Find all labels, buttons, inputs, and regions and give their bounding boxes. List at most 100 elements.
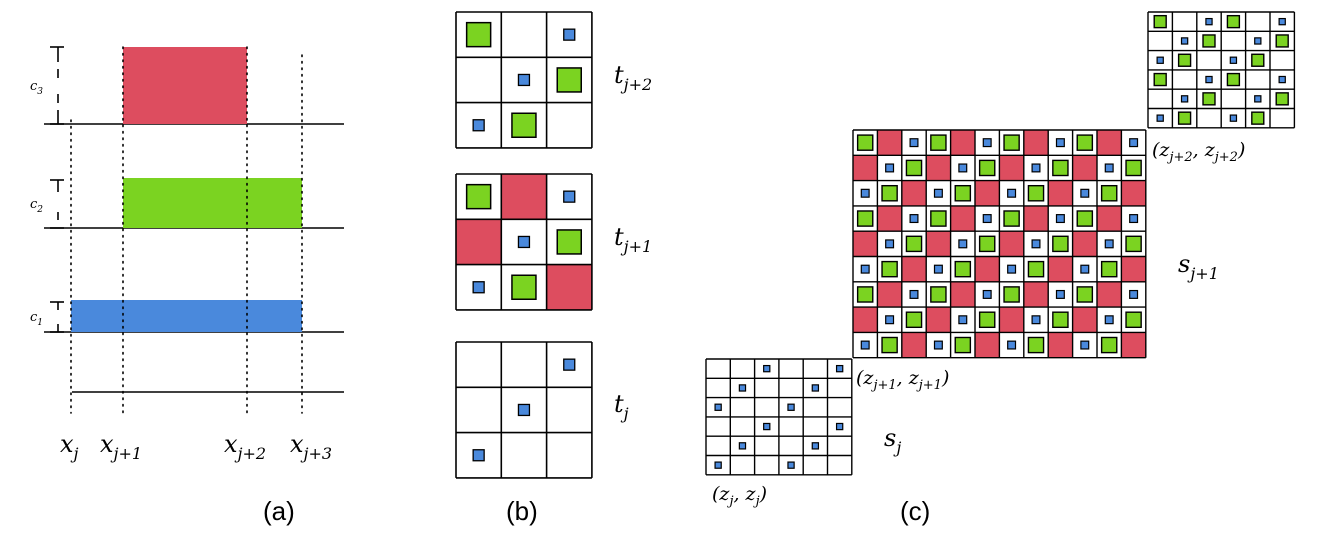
green-square <box>465 183 492 210</box>
green-square <box>856 286 874 303</box>
blue-square <box>860 188 870 198</box>
blue-square <box>1129 214 1139 224</box>
blue-square <box>738 442 747 450</box>
cell-red <box>926 307 951 333</box>
panel-b: tj+2 tj+1 tj (b) <box>455 11 652 526</box>
blue-square <box>885 315 895 325</box>
label-c3: c3 <box>30 79 43 97</box>
cell-red <box>975 332 1000 358</box>
green-square <box>1226 72 1241 87</box>
green-square <box>881 184 898 202</box>
blue-square <box>811 442 820 450</box>
green-square <box>1125 311 1142 329</box>
cell-red <box>1097 130 1122 156</box>
blue-square <box>885 239 895 249</box>
cell-red <box>950 130 975 156</box>
blue-square <box>1254 37 1262 45</box>
label-x-j: xj <box>60 430 79 463</box>
blue-square <box>787 461 795 469</box>
cell-red <box>926 155 951 181</box>
blue-square <box>517 73 531 87</box>
blue-square <box>1205 75 1213 84</box>
blue-square <box>1080 264 1090 274</box>
green-square <box>1027 336 1045 354</box>
cell-red <box>975 256 1000 282</box>
cell-red <box>999 307 1024 333</box>
blue-square <box>1055 214 1065 224</box>
green-square <box>881 260 898 278</box>
cell-red <box>877 130 902 156</box>
blue-square <box>714 461 722 469</box>
cell-red <box>501 174 547 220</box>
cell-red <box>1121 256 1146 282</box>
blue-square <box>885 163 895 173</box>
green-square <box>905 235 923 253</box>
blue-square <box>860 340 870 350</box>
green-square <box>511 274 537 300</box>
caption-b: (b) <box>506 496 538 526</box>
blue-square <box>933 188 943 198</box>
blue-square <box>738 384 747 392</box>
grid-t-j <box>455 341 593 479</box>
green-square <box>881 336 898 354</box>
blue-square <box>1156 114 1164 122</box>
blue-square <box>933 264 943 274</box>
green-square <box>1003 210 1020 227</box>
blue-square <box>1031 163 1041 173</box>
green-square <box>905 159 923 177</box>
grid-small-z-j <box>705 358 853 476</box>
green-square <box>930 134 947 151</box>
green-square <box>1003 134 1020 151</box>
green-square <box>1125 159 1142 177</box>
cell-red <box>950 205 975 232</box>
green-square <box>1177 111 1192 125</box>
cell-red <box>901 180 927 206</box>
grid-t-j1 <box>455 173 593 311</box>
label-t-j: tj <box>614 390 629 423</box>
blue-square <box>1229 114 1238 122</box>
cell-red <box>1121 332 1146 358</box>
cell-red <box>1121 180 1146 206</box>
green-square <box>978 235 996 253</box>
blue-square <box>958 239 968 249</box>
cell-red <box>975 180 1000 206</box>
blue-square <box>811 384 820 392</box>
cell-red <box>999 231 1024 257</box>
label-t-j1: tj+1 <box>614 223 652 256</box>
grid-small-z-j2 <box>1147 11 1296 129</box>
blue-square <box>1278 75 1286 84</box>
bar-c1 <box>71 300 302 332</box>
blue-square <box>517 403 531 417</box>
blue-square <box>1180 95 1189 103</box>
blue-square <box>1031 315 1041 325</box>
blue-square <box>1031 239 1041 249</box>
green-square <box>1177 53 1192 67</box>
green-square <box>1076 210 1094 227</box>
green-square <box>954 260 972 278</box>
panel-a: c3 c2 c1 xj xj+1 xj+2 xj+3 (a) <box>30 46 344 526</box>
label-t-j2: tj+2 <box>614 61 652 94</box>
cell-red <box>926 231 951 257</box>
blue-square <box>563 190 576 203</box>
label-s-j1: sj+1 <box>1178 250 1219 283</box>
blue-square <box>982 214 992 224</box>
green-square <box>465 21 492 48</box>
cell-red <box>1072 155 1097 181</box>
blue-square <box>1104 239 1114 249</box>
green-square <box>1052 159 1069 177</box>
blue-square <box>1007 340 1017 350</box>
blue-square <box>763 422 771 431</box>
label-x-j3: xj+3 <box>290 430 332 463</box>
blue-square <box>860 264 870 274</box>
green-square <box>556 229 582 255</box>
blue-square <box>1229 56 1238 64</box>
cell-red <box>1048 256 1073 282</box>
brace-c2 <box>50 179 64 229</box>
cell-red <box>1023 205 1049 232</box>
cell-red <box>901 332 927 358</box>
blue-square <box>563 28 576 41</box>
green-square <box>856 134 874 151</box>
blue-square <box>1055 289 1065 299</box>
grid-large-z-j1 <box>852 129 1147 359</box>
cell-red <box>456 219 502 265</box>
